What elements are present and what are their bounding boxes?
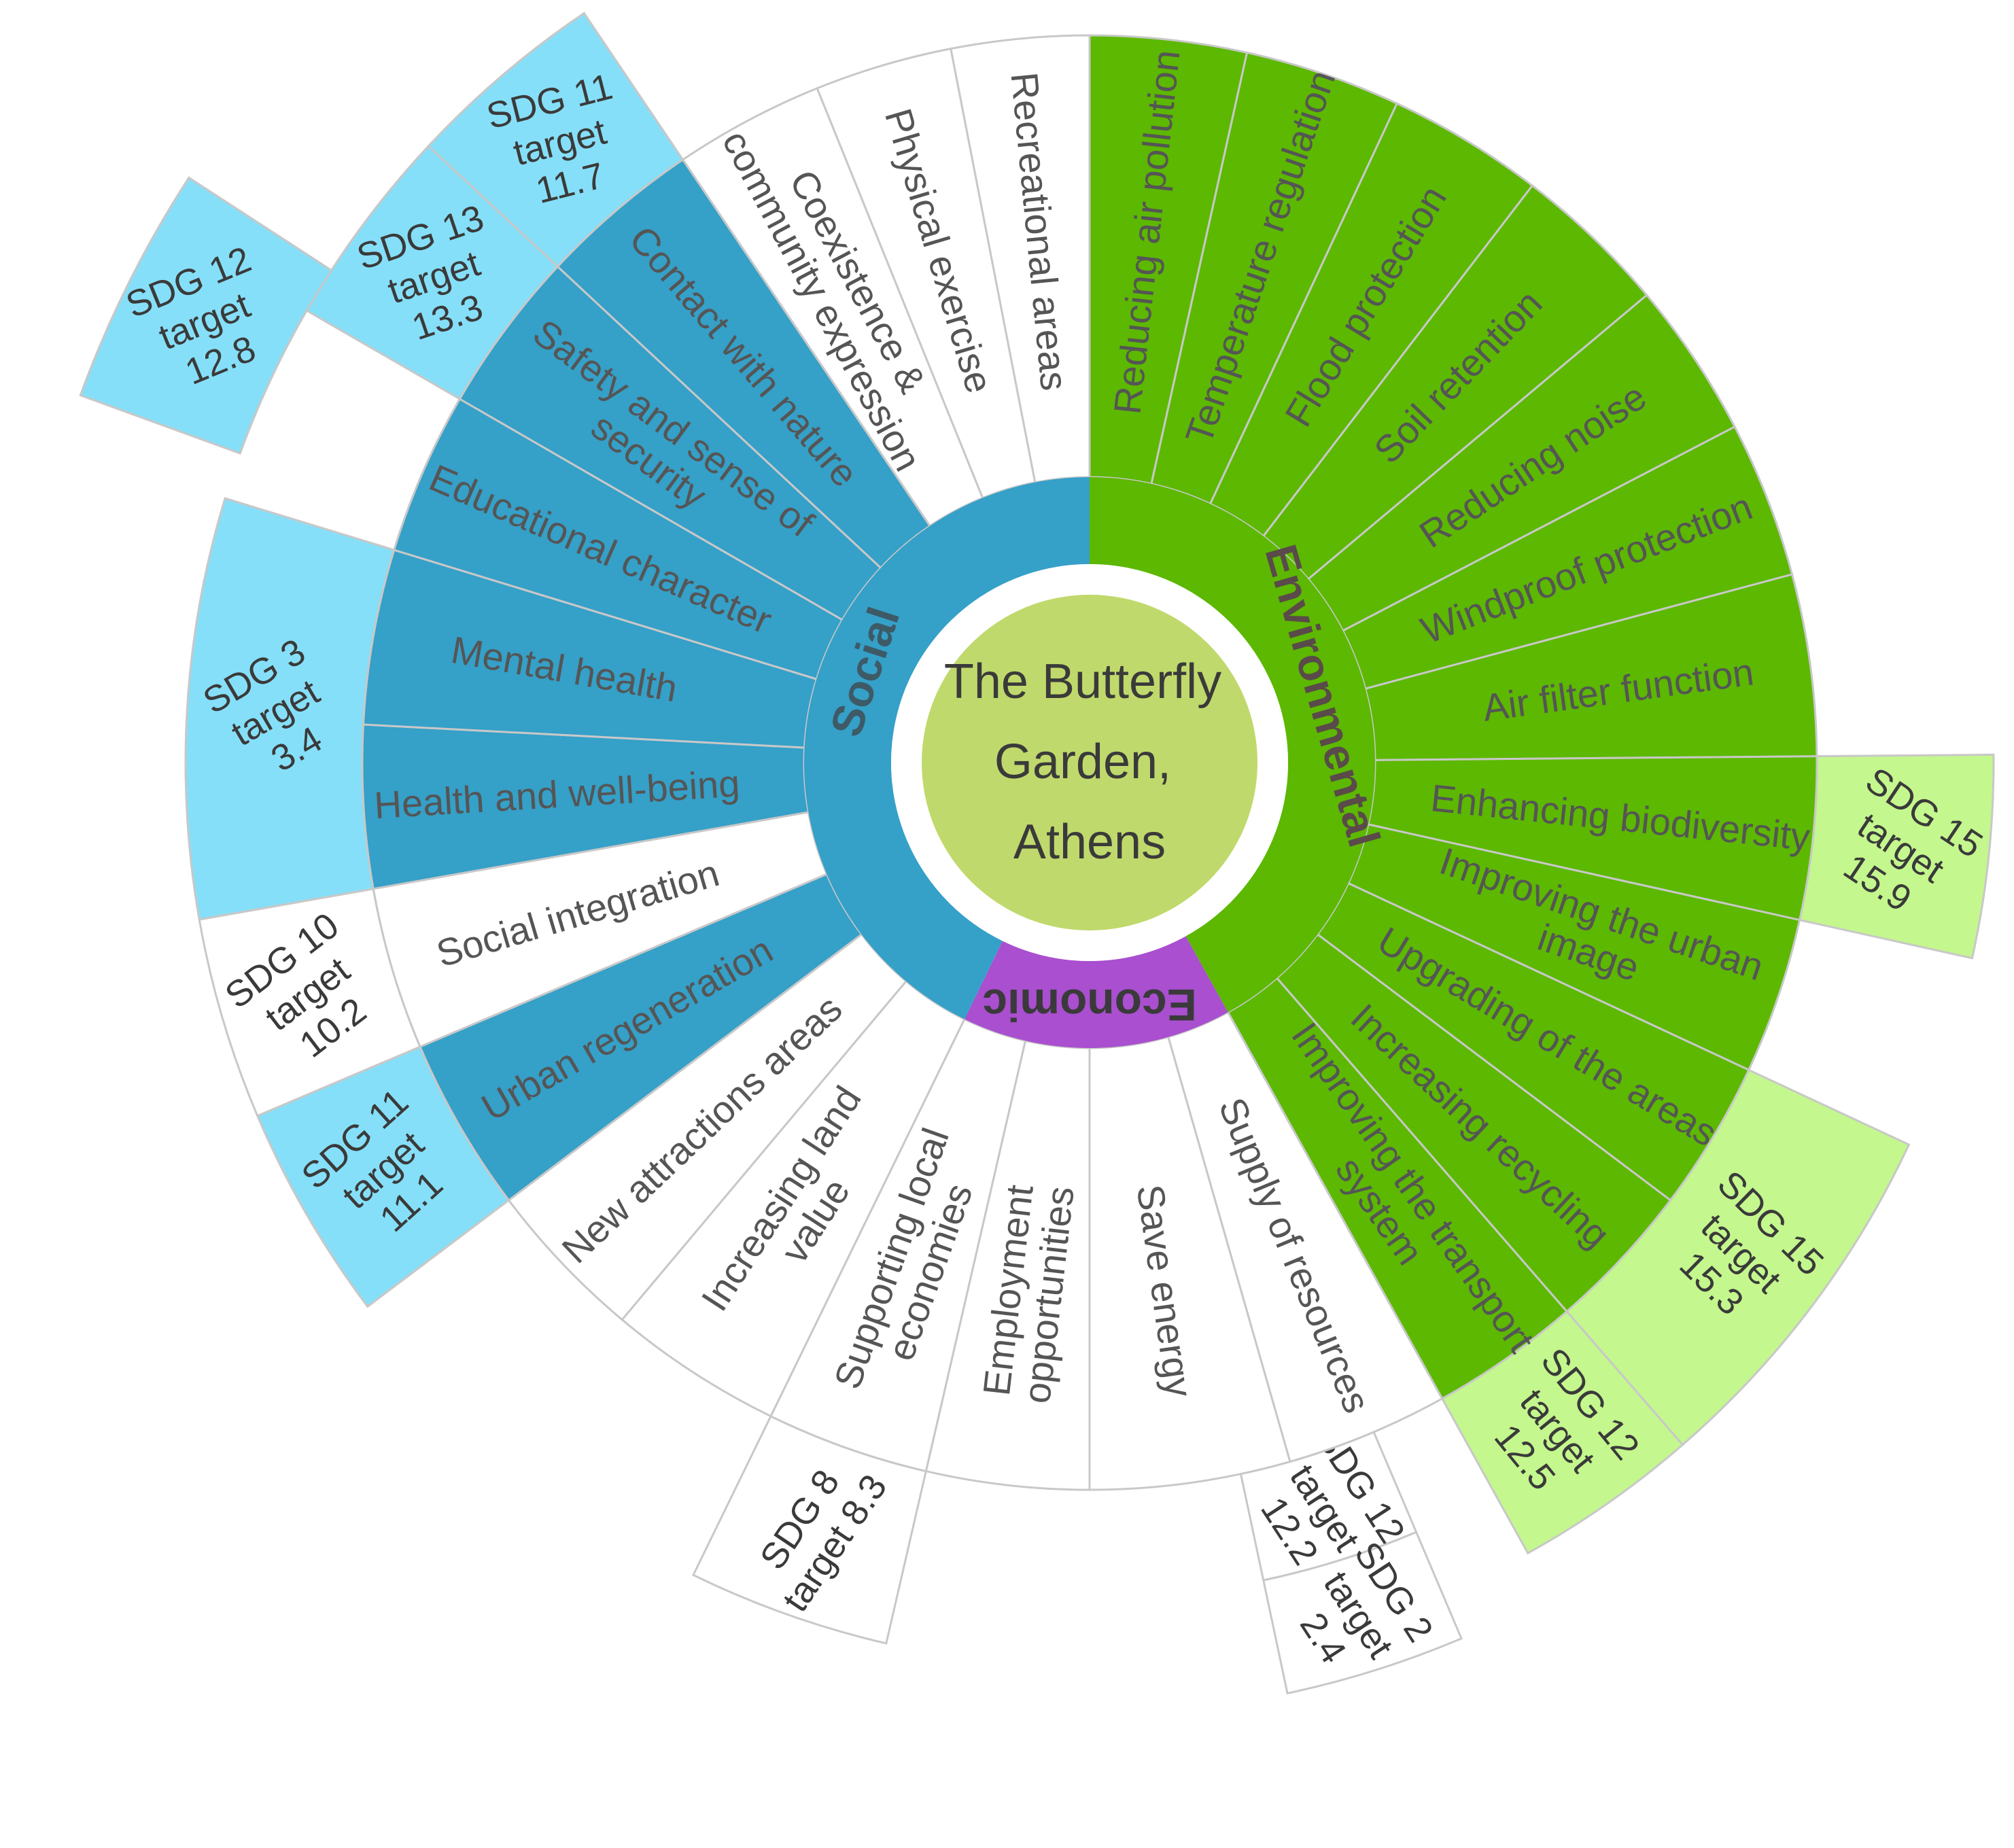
- center-disc: [922, 595, 1257, 930]
- category-environmental-segment: [1090, 477, 1376, 1013]
- center-title: The Butterfly Garden, Athens: [944, 655, 1235, 869]
- category-social-segment: [804, 477, 1090, 1019]
- center-title-line-1: The Butterfly: [944, 655, 1221, 709]
- center-title-line-3: Athens: [1013, 815, 1166, 869]
- sdg-10-2-label: SDG 10target10.2: [218, 905, 397, 1083]
- category-economic-segment: [964, 936, 1228, 1048]
- category-economic-label: Economic: [982, 980, 1196, 1030]
- center-hub: The Butterfly Garden, Athens: [891, 564, 1288, 961]
- employment-opportunities-label: Employmentopportunities: [974, 1180, 1082, 1406]
- sdg-12-8-segment: [79, 176, 333, 455]
- center-title-line-2: Garden,: [994, 735, 1171, 789]
- sdg-2-4-segment: [1262, 1531, 1463, 1695]
